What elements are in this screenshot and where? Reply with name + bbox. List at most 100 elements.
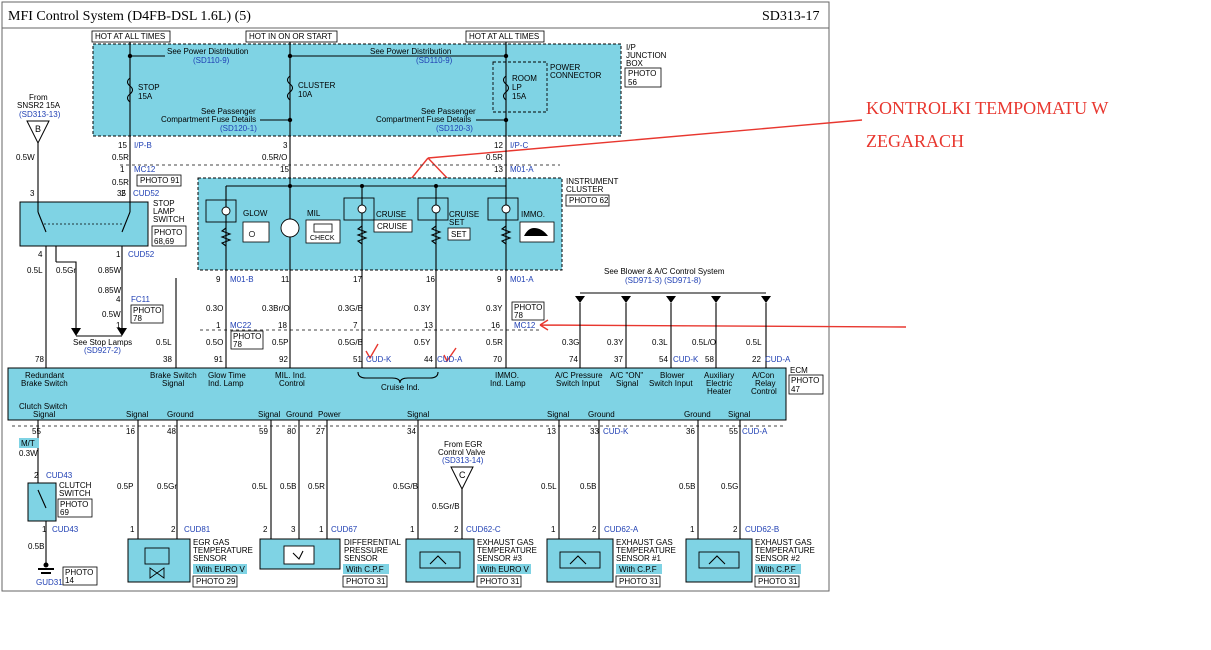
snsr-label: SNSR2 15A — [17, 101, 61, 110]
clutch-pin-1: 1 — [42, 525, 47, 534]
mil-check: CHECK — [310, 235, 335, 242]
stop-lamps-arrow-2 — [117, 328, 127, 336]
photo78-b2: 78 — [514, 311, 523, 320]
exhaust-sensor-1 — [546, 538, 614, 583]
cruise-set-label-1: CRUISE — [449, 210, 479, 219]
pin-12: 12 — [494, 141, 503, 150]
ecm-sig-d: Signal — [547, 410, 569, 419]
wire-05p: 0.5P — [272, 338, 288, 347]
exhaust-1-resistor-icon — [569, 555, 587, 565]
wire-05r-a: 0.5R — [112, 153, 129, 162]
ecm-blower-2: Switch Input — [649, 379, 693, 388]
feed-hot-2: HOT AT ALL TIMES — [469, 32, 539, 41]
fc11-pin2: 1 — [116, 321, 121, 330]
junction-box — [92, 43, 622, 137]
ecm-relay-2: Relay — [755, 379, 775, 388]
ecm-glow-1: Glow Time — [208, 371, 246, 380]
lower-p27: 27 — [316, 427, 325, 436]
conn-fc11: FC11 — [131, 295, 151, 304]
cruise-lamp-icon — [357, 204, 367, 214]
wire-05w: 0.5W — [102, 310, 121, 319]
fuse-cluster-amp: 10A — [298, 90, 313, 99]
ecm-mil-1: MIL. Ind. — [275, 371, 306, 380]
exhaust-3-icon — [419, 551, 461, 569]
power-connector-box — [492, 61, 548, 113]
s3-photo-box — [476, 575, 522, 588]
cruise-indicator-box — [373, 219, 413, 233]
clutch-photo-2: 69 — [60, 508, 69, 517]
s1-label-2: TEMPERATURE — [193, 546, 253, 555]
clutch-label-2: SWITCH — [59, 489, 91, 498]
glow-label: GLOW — [243, 209, 268, 218]
s5-photo-box — [754, 575, 800, 588]
cruise-label: CRUISE — [376, 210, 406, 219]
pin-7: 7 — [353, 321, 358, 330]
s1-label-1: EGR GAS — [193, 538, 229, 547]
s1-label-3: SENSOR — [193, 554, 227, 563]
s5-p1: 1 — [690, 525, 695, 534]
stop-lamps-arrow-1 — [71, 328, 81, 336]
s1-photo-box — [192, 575, 238, 588]
conn-cudk-a: CUD-K — [366, 355, 392, 364]
cluster-label-1: INSTRUMENT — [566, 177, 619, 186]
cruise-set-lamp-icon — [431, 204, 441, 214]
blower-p58: 58 — [705, 355, 714, 364]
clutch-contact — [37, 489, 47, 509]
conn-cuda-a: CUD-A — [437, 355, 463, 364]
clutch-photo-1: PHOTO — [60, 500, 88, 509]
pin-44: 44 — [424, 355, 433, 364]
check-mark-2 — [443, 347, 457, 363]
cud67: CUD67 — [331, 525, 358, 534]
ecm-mil-2: Control — [279, 379, 305, 388]
ecm-sig-a: Signal — [126, 410, 148, 419]
lower-w05r: 0.5R — [308, 482, 325, 491]
stop-label-3: SWITCH — [153, 215, 185, 224]
ecm-sig-e: Signal — [728, 410, 750, 419]
s4-tag: With C.P.F — [619, 565, 657, 574]
blower-w05lo: 0.5L/O — [692, 338, 716, 347]
immo-label: IMMO. — [521, 210, 545, 219]
stop-label-1: STOP — [153, 199, 175, 208]
exhaust-sensor-3 — [405, 538, 475, 583]
ecm-clutch-2: Signal — [33, 410, 55, 419]
see-power-1: See Power Distribution — [167, 47, 248, 56]
ecm-clutch-1: Clutch Switch — [19, 402, 67, 411]
ecm-gnd-d: Ground — [588, 410, 615, 419]
pin-3: 3 — [283, 141, 288, 150]
fuse-stop-icon — [126, 77, 134, 103]
photo78-a2: 78 — [233, 340, 242, 349]
ecm-brake-2: Signal — [162, 379, 184, 388]
conn-ipb: I/P-B — [134, 141, 152, 150]
blower-arrow-1 — [575, 296, 585, 303]
passenger-2b: Compartment Fuse Details — [376, 115, 471, 124]
lower-p59: 59 — [259, 427, 268, 436]
wire-03bro: 0.3Br/O — [262, 304, 290, 313]
s2-label-2: PRESSURE — [344, 546, 388, 555]
passenger-2a: See Passenger — [421, 107, 476, 116]
stop-pin-2: 2 — [121, 189, 126, 198]
ecm-relay-1: A/Con — [752, 371, 774, 380]
ecm-brake-1: Brake Switch — [150, 371, 197, 380]
pin-17: 17 — [353, 275, 362, 284]
lower-cuda: CUD-A — [742, 427, 768, 436]
diagram-frame — [1, 1, 830, 592]
wire-05b-cl: 0.5B — [28, 542, 44, 551]
pin-1b: 1 — [216, 321, 221, 330]
exhaust-3-resistor-icon — [429, 555, 447, 565]
engine-icon — [313, 223, 333, 233]
glow-indicator-box — [242, 221, 270, 243]
fuse-stop-amp: 15A — [138, 92, 153, 101]
wire-05y: 0.5Y — [414, 338, 431, 347]
exhaust-2-resistor-icon — [708, 555, 726, 565]
s4-p2: 2 — [592, 525, 597, 534]
ecm-sig-b: Signal — [258, 410, 280, 419]
immo-lamp-icon — [501, 204, 511, 214]
s1-p1: 1 — [130, 525, 135, 534]
wire-05l-b: 0.5L — [156, 338, 172, 347]
see-power-2: See Power Distribution — [370, 47, 451, 56]
ground-photo-1: PHOTO — [65, 568, 93, 577]
s5-label-3: SENSOR #2 — [755, 554, 800, 563]
power-connector-2: CONNECTOR — [550, 71, 602, 80]
stop-pin-1: 1 — [116, 250, 121, 259]
pin-70: 70 — [493, 355, 502, 364]
